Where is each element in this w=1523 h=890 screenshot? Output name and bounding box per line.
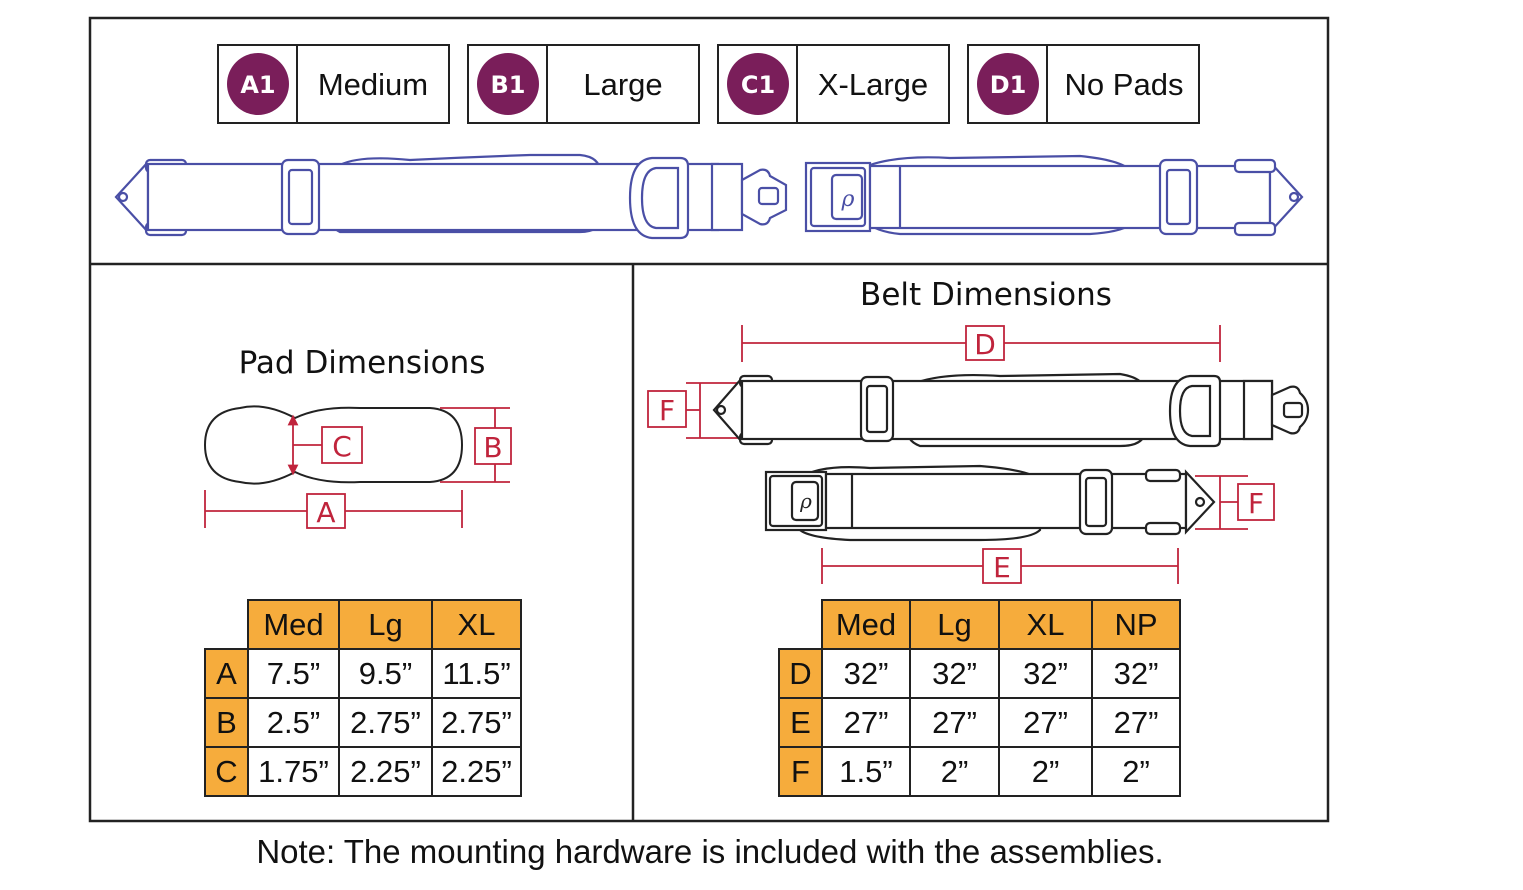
- table-row: A 7.5” 9.5” 11.5”: [204, 648, 522, 699]
- option-code: D1: [990, 71, 1027, 99]
- table-cell: 2”: [909, 746, 1000, 797]
- table-cell: 11.5”: [431, 648, 522, 699]
- table-cell: 2.25”: [431, 746, 522, 797]
- option-label: Medium: [318, 67, 428, 102]
- option-d1: D1 No Pads: [967, 44, 1200, 124]
- option-a1: A1 Medium: [217, 44, 450, 124]
- belt-marker-f-left: F: [647, 390, 687, 428]
- pad-marker-a: A: [306, 493, 346, 529]
- pad-marker-b: B: [474, 427, 512, 465]
- column-header: Med: [247, 599, 340, 650]
- svg-text:E: E: [993, 551, 1011, 584]
- column-header: NP: [1091, 599, 1181, 650]
- table-row: E 27” 27” 27” 27”: [778, 697, 1181, 748]
- svg-text:ρ: ρ: [799, 489, 812, 513]
- svg-text:F: F: [659, 394, 675, 427]
- column-header: XL: [431, 599, 522, 650]
- table-cell: 2.75”: [338, 697, 433, 748]
- option-c1: C1 X-Large: [717, 44, 950, 124]
- belt-left-half-blue: [114, 153, 788, 240]
- belt-marker-e: E: [982, 548, 1022, 584]
- badge-icon: [227, 53, 289, 115]
- table-corner: [205, 600, 248, 649]
- badge-icon: [977, 53, 1039, 115]
- badge-icon: [477, 53, 539, 115]
- table-row: B 2.5” 2.75” 2.75”: [204, 697, 522, 748]
- table-cell: 32”: [821, 648, 911, 699]
- svg-text:B: B: [483, 431, 502, 464]
- option-label: X-Large: [818, 67, 928, 102]
- svg-text:ρ: ρ: [841, 187, 855, 212]
- note-text: Note: The mounting hardware is included …: [256, 833, 1164, 870]
- belt-upper-half-black: [712, 372, 1310, 448]
- belt-dimensions-table: Med Lg XL NP D 32” 32” 32” 32” E 27” 27”…: [778, 599, 1181, 797]
- table-cell: 9.5”: [338, 648, 433, 699]
- pad-dimensions-title: Pad Dimensions: [239, 345, 486, 381]
- table-cell: 32”: [909, 648, 1000, 699]
- svg-text:C: C: [332, 430, 352, 463]
- pad-dimension-lines: [204, 407, 510, 528]
- belt-marker-f-right: F: [1237, 483, 1275, 521]
- column-header: Lg: [909, 599, 1000, 650]
- table-cell: 1.75”: [247, 746, 340, 797]
- pad-dimensions-table: Med Lg XL A 7.5” 9.5” 11.5” B 2.5” 2.75”…: [204, 599, 522, 797]
- table-row: F 1.5” 2” 2” 2”: [778, 746, 1181, 797]
- option-label: Large: [583, 67, 662, 102]
- column-header: Med: [821, 599, 911, 650]
- svg-text:F: F: [1248, 487, 1264, 520]
- row-label: C: [204, 746, 249, 797]
- option-b1: B1 Large: [467, 44, 700, 124]
- belt-lower-half-black: ρ: [764, 464, 1216, 542]
- option-code: C1: [741, 71, 775, 99]
- table-row: D 32” 32” 32” 32”: [778, 648, 1181, 699]
- pad-marker-c: C: [321, 426, 363, 464]
- option-label: No Pads: [1065, 67, 1184, 102]
- table-cell: 1.5”: [821, 746, 911, 797]
- table-cell: 2.5”: [247, 697, 340, 748]
- row-label: E: [778, 697, 823, 748]
- table-cell: 2.25”: [338, 746, 433, 797]
- option-code: B1: [491, 71, 526, 99]
- table-cell: 27”: [1091, 697, 1181, 748]
- option-code: A1: [240, 71, 275, 99]
- table-row: C 1.75” 2.25” 2.25”: [204, 746, 522, 797]
- table-cell: 27”: [909, 697, 1000, 748]
- row-label: A: [204, 648, 249, 699]
- row-label: F: [778, 746, 823, 797]
- table-cell: 32”: [998, 648, 1093, 699]
- column-header: Lg: [338, 599, 433, 650]
- svg-text:A: A: [316, 496, 335, 529]
- badge-icon: [727, 53, 789, 115]
- table-cell: 2.75”: [431, 697, 522, 748]
- belt-dimensions-title: Belt Dimensions: [860, 277, 1112, 313]
- table-cell: 2”: [998, 746, 1093, 797]
- table-cell: 27”: [821, 697, 911, 748]
- belt-marker-d: D: [965, 325, 1005, 361]
- row-label: B: [204, 697, 249, 748]
- column-header: XL: [998, 599, 1093, 650]
- table-cell: 27”: [998, 697, 1093, 748]
- belt-dimension-lines: [686, 325, 1248, 584]
- table-cell: 32”: [1091, 648, 1181, 699]
- svg-text:D: D: [974, 328, 996, 361]
- table-corner: [779, 600, 822, 649]
- row-label: D: [778, 648, 823, 699]
- table-cell: 2”: [1091, 746, 1181, 797]
- table-cell: 7.5”: [247, 648, 340, 699]
- belt-right-half-blue: ρ: [804, 154, 1304, 237]
- frame: [88, 16, 1330, 823]
